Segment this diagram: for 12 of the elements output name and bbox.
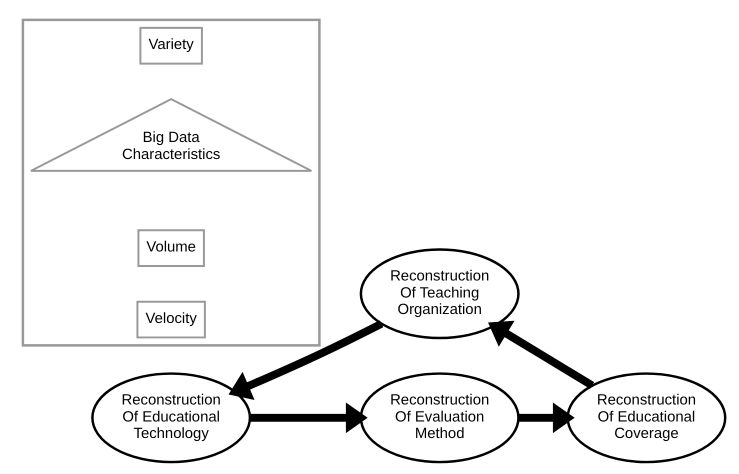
- node-ellipse: Reconstruction Of Educational Technology: [90, 372, 251, 464]
- node-ellipse: Reconstruction Of Evaluation Method: [359, 372, 520, 464]
- arrow: [228, 320, 383, 400]
- arrow: [518, 402, 574, 434]
- node-box: Volume: [136, 229, 204, 267]
- cluster: [21, 18, 320, 347]
- node-box: Variety: [138, 26, 202, 65]
- node-ellipse: Reconstruction Of Educational Coverage: [566, 372, 726, 464]
- node-box: Velocity: [136, 300, 206, 338]
- arrow: [249, 402, 368, 434]
- node-ellipse: Reconstruction Of Teaching Organization: [359, 248, 520, 340]
- arrow: [488, 320, 594, 389]
